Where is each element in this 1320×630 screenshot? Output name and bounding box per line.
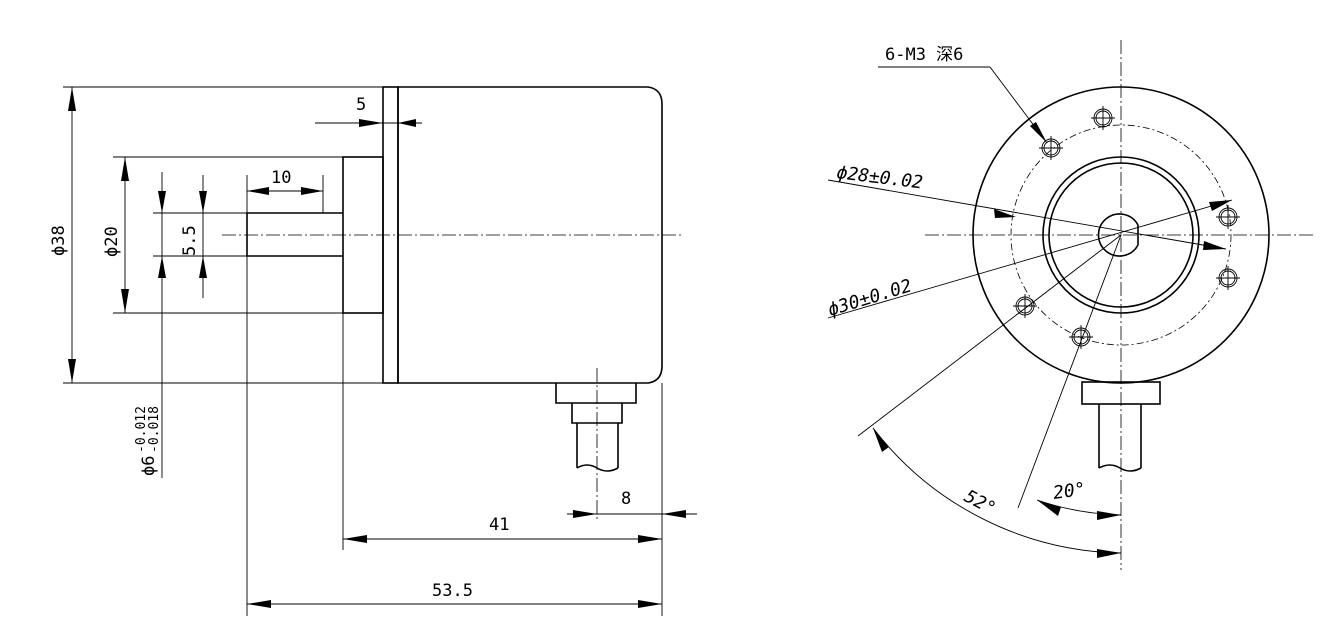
mounting-hole [1216,266,1240,290]
arrowhead [68,359,76,383]
angle-line-52 [857,234,1122,437]
shaft [246,212,343,257]
dim-shaft-length: 10 [271,168,291,188]
mounting-hole [1216,205,1240,229]
arrowhead [68,87,76,111]
angle-label-20: 20° [1052,479,1087,504]
arrowhead [121,157,129,181]
arrowhead [873,428,889,452]
arrowhead [638,600,662,608]
arrowhead [573,510,597,518]
mounting-hole [1069,325,1093,349]
arrowhead [247,187,269,195]
arrowhead [398,119,416,127]
cable-gland [555,383,637,404]
encoder-body-outline [397,86,663,384]
mounting-hole [1091,106,1115,130]
dim-overall-length: 53.5 [432,581,473,601]
arrowhead [1097,549,1121,558]
dim-pilot-diameter: ϕ20 [102,226,122,257]
arrowhead [199,191,207,213]
front-cable-gland [1081,381,1161,405]
dim-pcd-30: ϕ30±0.02 [825,275,914,320]
dim-shaft-tolerance-upper: -0.012 [134,406,149,453]
mounting-hole [1013,294,1037,318]
front-view: 6-M3 深6 ϕ28±0.02 ϕ30±0.02 20° 52° [825,40,1316,570]
side-view: 53.5 41 8 5 10 ϕ38 ϕ20 5. [49,86,697,616]
arrowhead [638,535,662,543]
dim-shaft-diameter: ϕ6 [139,456,159,476]
pilot-inner-ring [1048,162,1194,308]
dim-body-diameter: ϕ38 [49,225,69,256]
dim-line-30 [827,199,1233,319]
arrowhead [359,119,383,127]
dim-shaft-tolerance-lower: -0.018 [147,406,162,453]
dim-flat-height: 5.5 [180,225,200,256]
arrowhead [199,256,207,278]
arrowhead [158,191,166,213]
dim-line-28 [827,179,1227,250]
hole-callout: 6-M3 深6 [885,45,963,65]
angle-label-52: 52° [961,486,1000,520]
arrowhead [121,289,129,313]
arrowhead [301,187,323,195]
arrowhead [1097,511,1121,520]
arrowhead [343,535,367,543]
arrowhead [1203,241,1226,250]
arrowhead [994,209,1016,218]
angle-line-20 [1017,234,1122,509]
outer-housing-circle [972,86,1270,384]
angle-arc-52 [872,427,1122,554]
arrowhead [662,510,686,518]
arrowhead [1030,122,1047,143]
arrowhead [1037,500,1061,516]
cable [576,423,619,472]
shaft-end [1097,213,1139,257]
front-cable [1098,404,1142,472]
dim-cable-offset: 8 [621,489,631,509]
arrowhead [1209,200,1232,211]
arrowhead [247,600,271,608]
mounting-hole [1039,136,1063,160]
arrowhead [158,256,166,278]
dim-flange-thickness: 5 [356,95,366,115]
bolt-circle [1010,124,1232,346]
pilot-outer-ring [1042,156,1200,314]
dim-body-length: 41 [489,515,509,535]
